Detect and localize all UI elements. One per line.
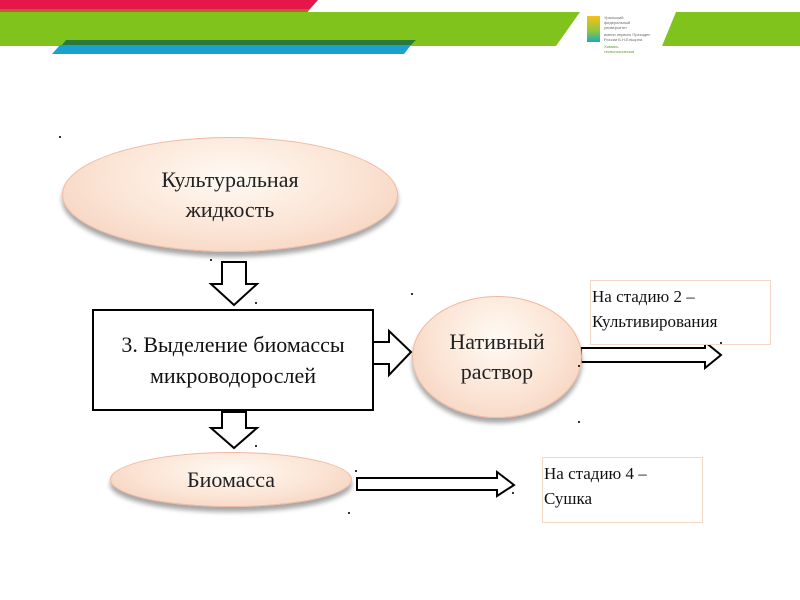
green-band: [0, 12, 580, 46]
red-band: [0, 0, 318, 9]
stray-dot: [578, 421, 580, 423]
logo-text-line: Химико-: [604, 45, 620, 49]
dark-green-band: [62, 40, 416, 45]
logo-text-line: федеральный: [604, 21, 631, 25]
note-stage-2: На стадию 2 – Культивирования: [590, 280, 771, 345]
logo-text-line: России Б.Н.Ельцина: [604, 38, 643, 42]
note-stage-4-text: На стадию 4 –: [544, 464, 647, 483]
arrow-down-2: [208, 411, 260, 450]
stray-dot: [255, 302, 257, 304]
process-box-label: 3. Выделение биомассы: [121, 332, 345, 357]
biomass-label: Биомасса: [186, 466, 276, 492]
process-box: 3. Выделение биомассы микроводорослей: [92, 309, 374, 411]
stray-dot: [720, 342, 722, 344]
culture-liquid-label: Культуральная: [161, 166, 299, 192]
logo-text-line: университет: [604, 26, 627, 30]
culture-liquid-node: Культуральная жидкость: [62, 137, 398, 252]
native-solution-label: раствор: [460, 359, 534, 384]
logo-text-line: Уральский: [604, 16, 624, 20]
native-solution-label: Нативный: [449, 329, 545, 354]
logo-text-line: технологический: [604, 50, 634, 54]
green-band-right: [662, 12, 800, 46]
stray-dot: [512, 492, 514, 494]
culture-liquid-label: жидкость: [185, 196, 275, 222]
note-stage-2-text: На стадию 2 –: [592, 287, 695, 306]
note-stage-4: На стадию 4 – Сушка: [542, 457, 703, 523]
stray-dot: [355, 470, 357, 472]
stray-dot: [578, 365, 580, 367]
arrow-right-2: [580, 339, 723, 371]
stray-dot: [348, 512, 350, 514]
native-solution-node: Нативный раствор: [412, 296, 582, 418]
blue-band: [52, 45, 411, 54]
stray-dot: [210, 259, 212, 261]
stray-dot: [59, 136, 61, 138]
biomass-node: Биомасса: [110, 452, 352, 507]
university-logo: Уральский федеральный университет имени …: [587, 14, 659, 54]
note-stage-4-text: Сушка: [544, 489, 593, 508]
arrow-down-1: [208, 261, 260, 307]
process-box-label: микроводорослей: [149, 363, 316, 388]
stray-dot: [255, 445, 257, 447]
logo-text-line: имени первого Президента: [604, 33, 650, 37]
arrow-right-3: [356, 469, 516, 498]
arrow-right-1: [372, 328, 413, 378]
note-stage-2-text: Культивирования: [592, 312, 718, 331]
stray-dot: [411, 293, 413, 295]
university-logo-icon: [587, 16, 600, 42]
